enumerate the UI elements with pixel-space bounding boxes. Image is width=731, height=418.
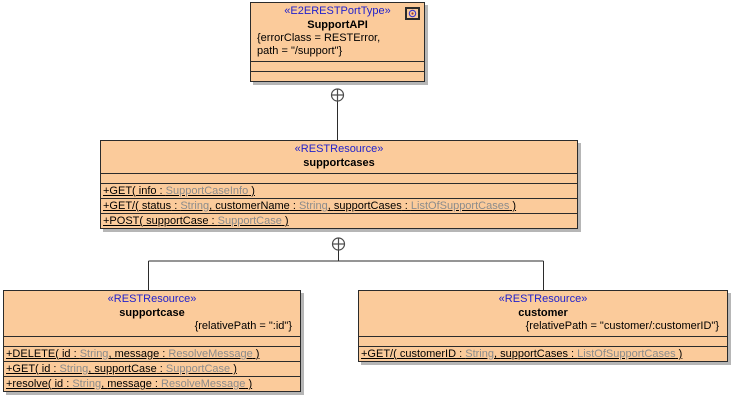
operation-row[interactable]: +POST( supportCase : SupportCase ) xyxy=(101,213,577,228)
operation-row[interactable]: +GET( id : String, supportCase : Support… xyxy=(4,361,300,376)
operation-signature: +GET( info : SupportCaseInfo ) xyxy=(103,185,255,197)
operations-compartment-supportapi xyxy=(251,71,424,81)
class-box-supportapi[interactable]: «E2ERESTPortType» SupportAPI {errorClass… xyxy=(250,2,425,82)
operation-row[interactable]: +GET/( customerID : String, supportCases… xyxy=(359,347,727,361)
class-header-supportapi: «E2ERESTPortType» SupportAPI {errorClass… xyxy=(251,3,424,61)
operation-signature: +GET( id : String, supportCase : Support… xyxy=(6,363,237,375)
operation-signature: +POST( supportCase : SupportCase ) xyxy=(103,215,289,227)
connector-supportcases-children xyxy=(148,237,544,290)
operation-row[interactable]: +resolve( id : String, message : Resolve… xyxy=(4,376,300,391)
stereotype-label: «E2ERESTPortType» xyxy=(284,5,391,17)
class-box-supportcase[interactable]: «RESTResource» supportcase {relativePath… xyxy=(3,290,301,392)
operations-compartment-supportcase: +DELETE( id : String, message : ResolveM… xyxy=(4,346,300,391)
class-property-0: {relativePath = "customer/:customerID"} xyxy=(525,320,719,332)
class-header-supportcases: «RESTResource» supportcases xyxy=(101,141,577,173)
attributes-compartment-supportapi xyxy=(251,61,424,71)
class-name-label: supportcases xyxy=(303,157,375,169)
operations-compartment-supportcases: +GET( info : SupportCaseInfo ) +GET/( sta… xyxy=(101,183,577,228)
operation-signature: +resolve( id : String, message : Resolve… xyxy=(6,378,253,390)
class-name-label: SupportAPI xyxy=(307,19,368,31)
class-box-supportcases[interactable]: «RESTResource» supportcases +GET( info :… xyxy=(100,140,578,229)
operation-row[interactable]: +GET( info : SupportCaseInfo ) xyxy=(101,184,577,198)
stereotype-label: «RESTResource» xyxy=(498,293,588,305)
operation-signature: +DELETE( id : String, message : ResolveM… xyxy=(6,348,260,360)
class-name-label: customer xyxy=(518,307,568,319)
attributes-compartment-supportcase xyxy=(4,336,300,346)
operation-signature: +GET/( status : String, customerName : S… xyxy=(103,200,517,212)
class-box-customer[interactable]: «RESTResource» customer {relativePath = … xyxy=(358,290,728,362)
class-property-0: {relativePath = ":id"} xyxy=(194,320,292,332)
connector-supportapi-supportcases xyxy=(330,88,345,140)
operation-row[interactable]: +GET/( status : String, customerName : S… xyxy=(101,198,577,213)
attributes-compartment-customer xyxy=(359,336,727,346)
class-header-customer: «RESTResource» customer {relativePath = … xyxy=(359,291,727,336)
stereotype-label: «RESTResource» xyxy=(294,143,384,155)
operation-row[interactable]: +DELETE( id : String, message : ResolveM… xyxy=(4,347,300,361)
class-property-1: path = "/support"} xyxy=(257,45,343,57)
port-type-icon xyxy=(405,7,420,20)
class-name-label: supportcase xyxy=(119,307,185,319)
operation-signature: +GET/( customerID : String, supportCases… xyxy=(361,348,683,360)
stereotype-label: «RESTResource» xyxy=(107,293,197,305)
class-header-supportcase: «RESTResource» supportcase {relativePath… xyxy=(4,291,300,336)
operations-compartment-customer: +GET/( customerID : String, supportCases… xyxy=(359,346,727,361)
attributes-compartment-supportcases xyxy=(101,173,577,183)
class-property-0: {errorClass = RESTError, xyxy=(257,32,381,44)
